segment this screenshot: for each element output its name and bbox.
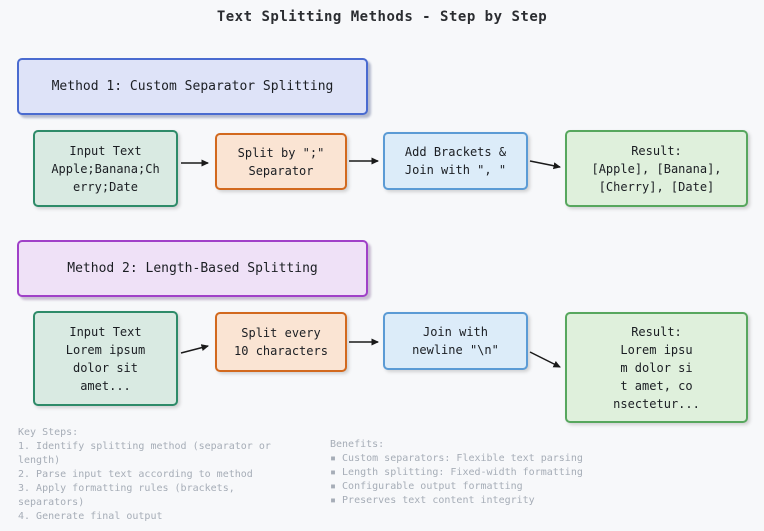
method2-step-join-label: Join with newline "\n" (412, 325, 499, 357)
diagram-title: Text Splitting Methods - Step by Step (216, 9, 548, 25)
method1-step-input-label: Input Text Apple;Banana;Ch erry;Date (51, 143, 160, 194)
method1-step-join-box: Add Brackets & Join with ", " (383, 132, 528, 190)
method1-header-box: Method 1: Custom Separator Splitting (17, 58, 368, 115)
method2-step-split-box: Split every 10 characters (215, 312, 347, 372)
arrow-right-icon (180, 344, 209, 354)
arrow-right-icon (529, 160, 561, 170)
arrow-right-icon (529, 351, 561, 368)
benefits-text: Benefits: ▪ Custom separators: Flexible … (330, 439, 583, 506)
method1-step-split-box: Split by ";" Separator (215, 133, 347, 190)
method2-step-input-label: Input Text Lorem ipsum dolor sit amet... (65, 324, 146, 393)
key-steps-text: Key Steps: 1. Identify splitting method … (18, 427, 271, 522)
method2-step-result-box: Result: Lorem ipsu m dolor si t amet, co… (565, 312, 748, 423)
method2-step-split-label: Split every 10 characters (234, 326, 328, 358)
method1-step-input-box: Input Text Apple;Banana;Ch erry;Date (33, 130, 178, 207)
method1-step-result-label: Result: [Apple], [Banana], [Cherry], [Da… (591, 143, 722, 194)
method2-header-box: Method 2: Length-Based Splitting (17, 240, 368, 297)
method1-step-split-label: Split by ";" Separator (237, 145, 325, 178)
method1-step-result-box: Result: [Apple], [Banana], [Cherry], [Da… (565, 130, 748, 207)
method2-step-result-label: Result: Lorem ipsu m dolor si t amet, co… (613, 324, 700, 411)
method2-header-label: Method 2: Length-Based Splitting (67, 261, 318, 276)
method2-step-input-box: Input Text Lorem ipsum dolor sit amet... (33, 311, 178, 406)
method1-header-label: Method 1: Custom Separator Splitting (51, 79, 334, 94)
method1-step-join-label: Add Brackets & Join with ", " (404, 145, 507, 177)
method2-step-join-box: Join with newline "\n" (383, 312, 528, 370)
